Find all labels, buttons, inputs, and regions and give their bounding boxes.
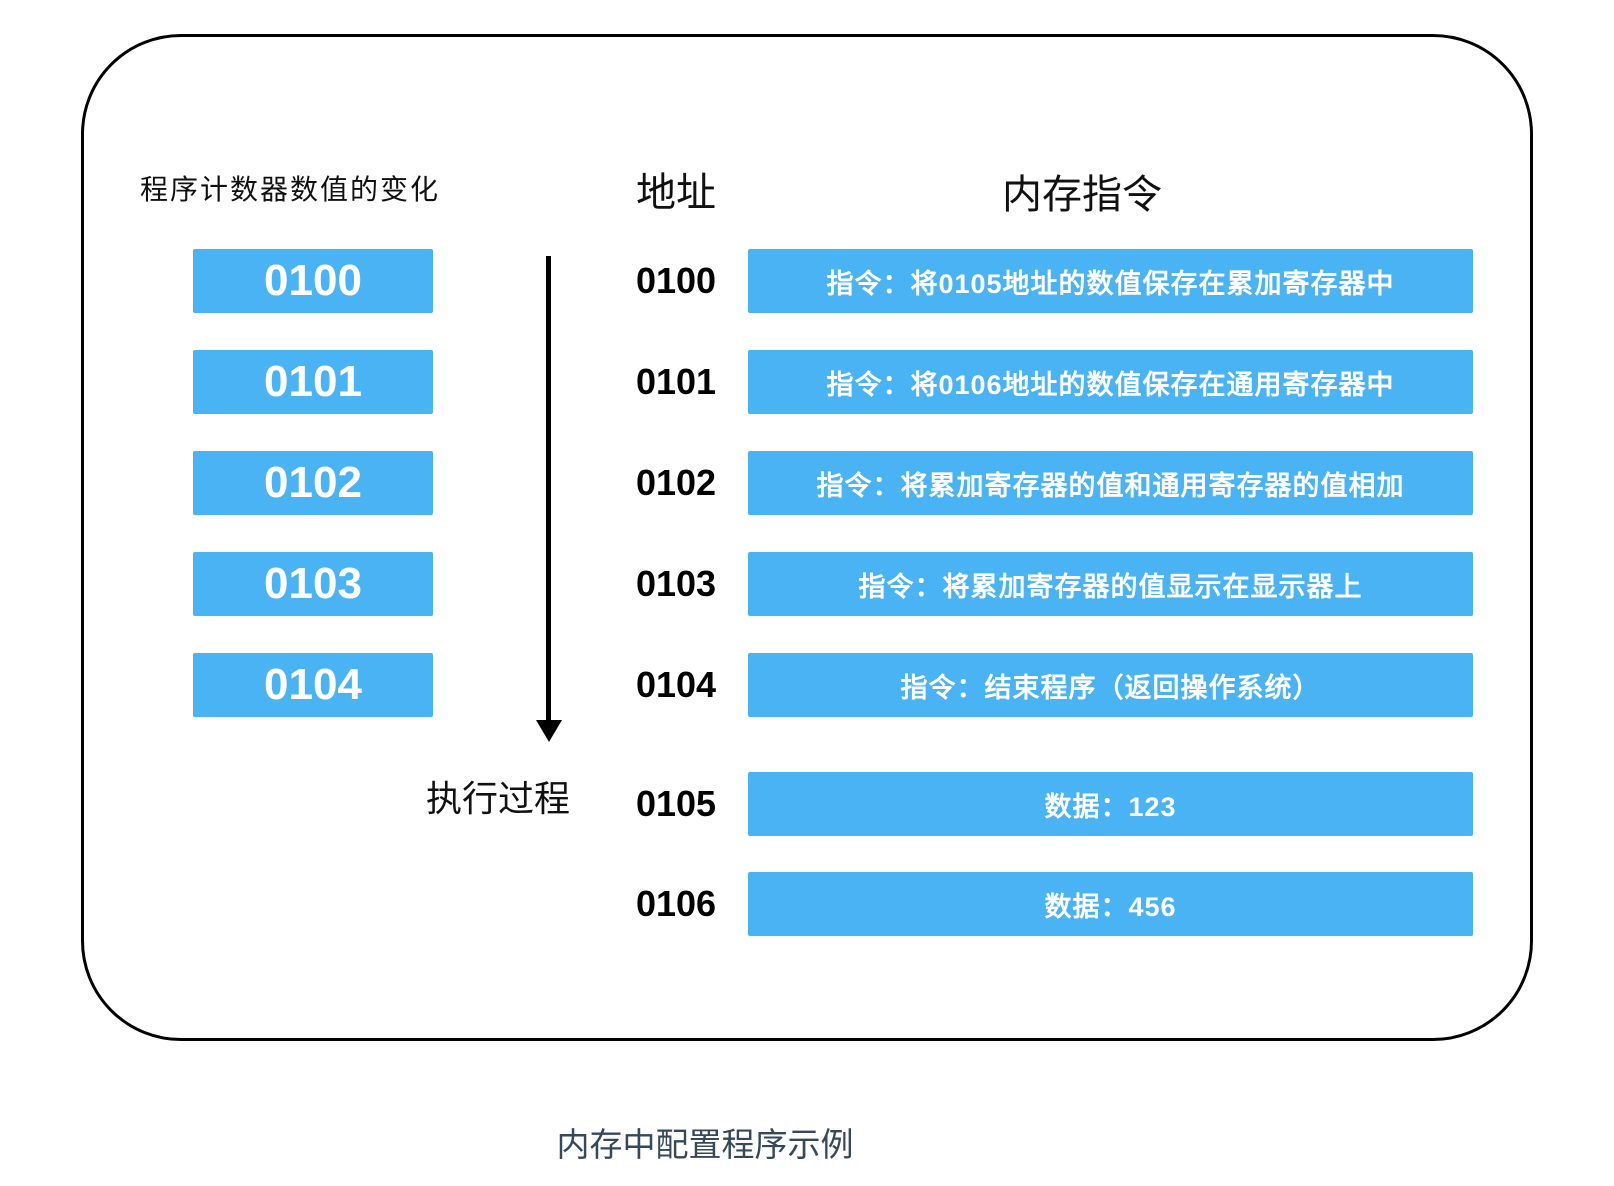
pc-value-box: 0100	[193, 249, 433, 313]
memory-instruction-box: 指令：将0106地址的数值保存在通用寄存器中	[748, 350, 1473, 414]
memory-instruction-box: 指令：将累加寄存器的值显示在显示器上	[748, 552, 1473, 616]
address-label: 0104	[635, 664, 717, 705]
address-label: 0106	[635, 883, 717, 924]
address-label: 0102	[635, 462, 717, 503]
execution-process-label: 执行过程	[425, 778, 570, 819]
address-label: 0105	[635, 783, 717, 824]
memory-data-box: 数据：123	[748, 772, 1473, 836]
memory-instruction-box: 指令：结束程序（返回操作系统）	[748, 653, 1473, 717]
memory-instruction-box: 指令：将累加寄存器的值和通用寄存器的值相加	[748, 451, 1473, 515]
pc-column-header: 程序计数器数值的变化	[140, 174, 441, 205]
pc-value-box: 0104	[193, 653, 433, 717]
diagram-caption: 内存中配置程序示例	[556, 1126, 854, 1163]
address-label: 0101	[635, 361, 717, 402]
memory-instruction-box: 指令：将0105地址的数值保存在累加寄存器中	[748, 249, 1473, 313]
pc-value-box: 0103	[193, 552, 433, 616]
address-label: 0103	[635, 563, 717, 604]
memory-column-header: 内存指令	[1002, 173, 1162, 217]
pc-value-box: 0101	[193, 350, 433, 414]
address-label: 0100	[635, 260, 717, 301]
execution-arrow-head-icon	[536, 720, 562, 742]
memory-data-box: 数据：456	[748, 872, 1473, 936]
address-column-header: 地址	[636, 171, 716, 215]
execution-arrow-shaft	[546, 256, 551, 722]
pc-value-box: 0102	[193, 451, 433, 515]
